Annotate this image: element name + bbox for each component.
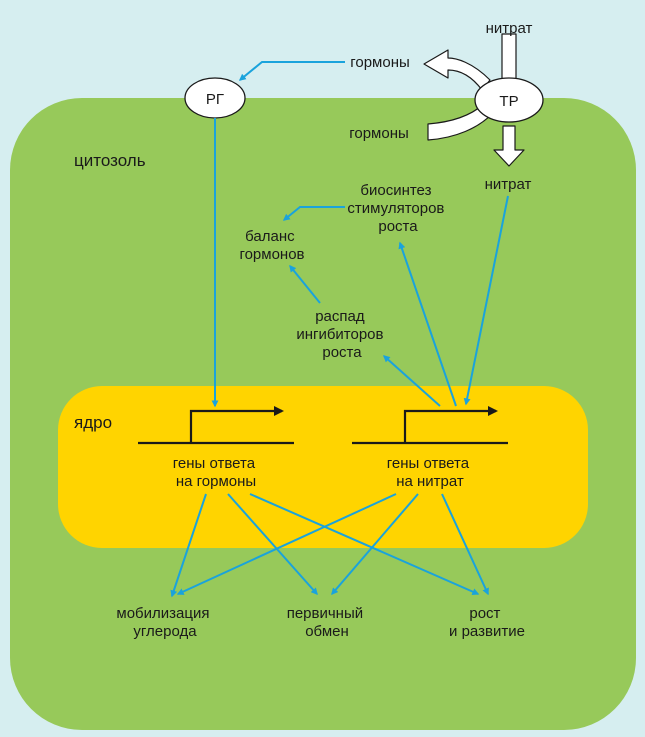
hormone-balance-label: баланс гормонов [239, 228, 304, 263]
biosynthesis-label: биосинтез стимуляторов роста [347, 182, 448, 235]
nitrate-import-arrow [493, 125, 525, 167]
carbon-line-2: углерода [133, 623, 197, 640]
hormone-export-arrow [423, 49, 491, 91]
inhibitor-decay-line-2: ингибиторов [296, 326, 383, 343]
inhibitor-decay-line-1: распад [315, 308, 365, 325]
growth-line-1: рост [469, 605, 500, 622]
nitrate-genes-line-1: гены ответа [387, 455, 470, 472]
inhibitor-decay-label: распад ингибиторов роста [296, 308, 387, 361]
arrow-decay-to-balance [289, 264, 321, 304]
arrow-nitrate-genes-to-growth [441, 493, 489, 596]
nitrate-genes-symbol [352, 406, 508, 445]
carbon-line-1: мобилизация [116, 605, 209, 622]
hormone-receptor-label: РГ [206, 91, 224, 108]
nitrate-channel [501, 33, 517, 83]
hormones-export-label: гормоны [350, 54, 410, 71]
arrow-hormone-genes-to-growth [249, 493, 480, 595]
arrow-genes-to-inhibitor-decay [382, 355, 441, 407]
inhibitor-decay-line-3: роста [322, 344, 362, 361]
hormone-genes-symbol [138, 406, 294, 445]
hormone-genes-line-2: на гормоны [176, 473, 256, 490]
nitrate-genes-label: гены ответа на нитрат [387, 455, 473, 490]
arrow-hormone-genes-to-metabolism [227, 493, 318, 596]
hormone-genes-line-1: гены ответа [173, 455, 256, 472]
arrow-biosynthesis-to-balance [282, 206, 345, 221]
arrow-hormones-to-receptor [238, 61, 345, 81]
arrow-genes-to-biosynthesis [398, 241, 457, 407]
metabolism-line-1: первичный [287, 605, 363, 622]
arrow-nitrate-genes-to-carbon [176, 493, 397, 595]
cytosol-label: цитозоль [74, 151, 146, 170]
nucleus-label: ядро [74, 413, 112, 432]
hormone-genes-label: гены ответа на гормоны [173, 455, 259, 490]
transporter-label: ТР [499, 93, 518, 110]
transporter-node [474, 77, 544, 123]
nitrate-outside-label: нитрат [486, 20, 533, 37]
arrow-hormone-genes-to-carbon [170, 493, 207, 598]
hormone-balance-line-2: гормонов [239, 246, 304, 263]
carbon-mobilization-label: мобилизация углерода [116, 605, 213, 640]
primary-metabolism-label: первичный обмен [287, 605, 368, 640]
metabolism-line-2: обмен [305, 623, 349, 640]
growth-line-2: и развитие [449, 623, 525, 640]
arrow-nitrate-genes-to-metabolism [331, 493, 419, 596]
biosynthesis-line-1: биосинтез [360, 182, 431, 199]
biosynthesis-line-3: роста [378, 218, 418, 235]
nitrate-inside-label: нитрат [485, 176, 532, 193]
hormones-import-label: гормоны [349, 125, 409, 142]
hormone-balance-line-1: баланс [245, 228, 295, 245]
biosynthesis-line-2: стимуляторов [347, 200, 444, 217]
growth-development-label: рост и развитие [449, 605, 525, 640]
signaling-arrows [170, 61, 509, 598]
arrow-nitrate-to-nitrate-genes [463, 195, 509, 406]
nucleus-region [58, 386, 588, 548]
nitrate-genes-line-2: на нитрат [396, 473, 464, 490]
